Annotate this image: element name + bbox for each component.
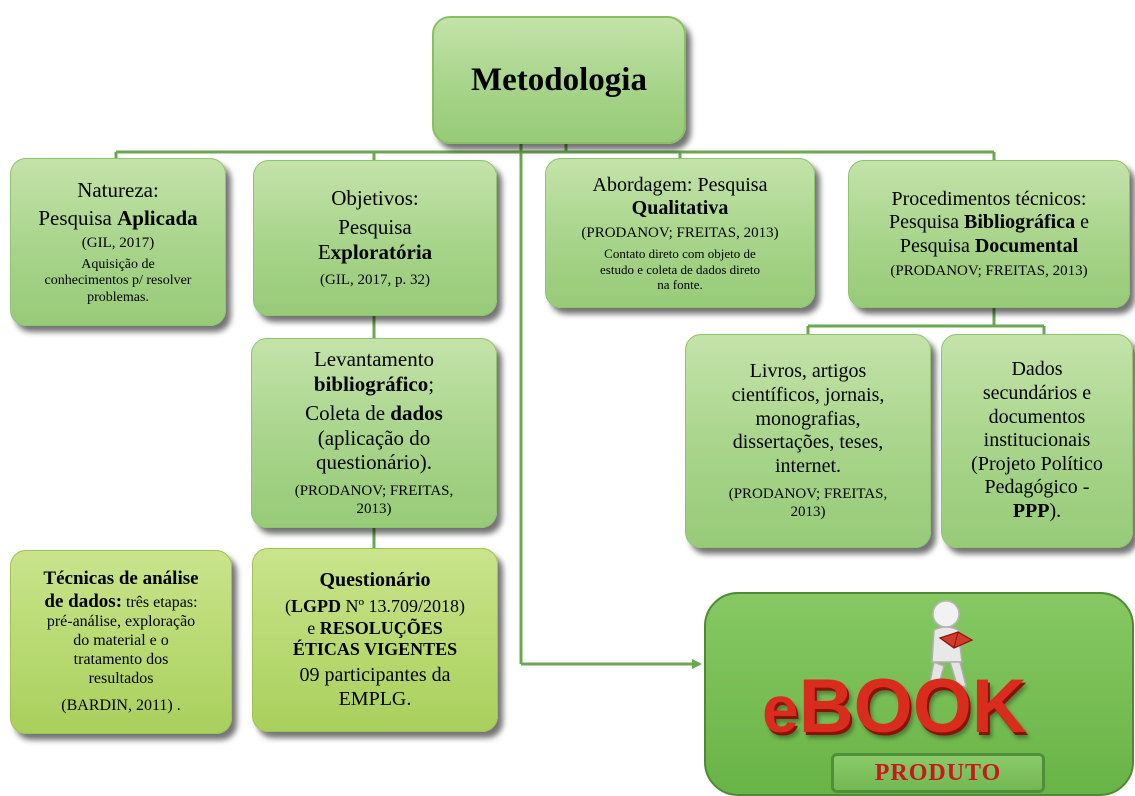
tecnicas-box: Técnicas de análise de dados: três etapa… xyxy=(10,550,232,734)
dados-l1: Dados xyxy=(1011,358,1063,381)
reader-figure-icon xyxy=(927,600,974,695)
levantamento-l1: Levantamento xyxy=(313,347,435,372)
tecnicas-l5: tratamento dos xyxy=(73,650,169,668)
metodologia-title: Metodologia xyxy=(471,61,647,98)
abordagem-box: Abordagem: Pesquisa Qualitativa (PRODANO… xyxy=(545,158,815,308)
objetivos-line2: Pesquisa xyxy=(338,214,412,239)
procedimentos-label: Procedimentos técnicos: xyxy=(891,187,1087,210)
dados-l4: institucionais xyxy=(983,429,1091,452)
questionario-l6: EMPLG. xyxy=(338,687,412,710)
levantamento-l2: bibliográfico; xyxy=(313,372,435,397)
procedimentos-line3: Pesquisa Documental xyxy=(899,234,1079,257)
levantamento-l5: questionário). xyxy=(315,450,433,475)
natureza-reference: (GIL, 2017) xyxy=(81,235,155,252)
livros-l1: Livros, artigos xyxy=(749,360,867,383)
livros-reference: (PRODANOV; FREITAS, 2013) xyxy=(728,486,888,520)
natureza-label: Natureza: xyxy=(77,177,159,202)
livros-l2: científicos, jornais, xyxy=(731,383,885,406)
questionario-l2: (LGPD Nº 13.709/2018) xyxy=(284,596,466,617)
dados-l3: documentos xyxy=(988,405,1086,428)
procedimentos-reference: (PRODANOV; FREITAS, 2013) xyxy=(890,262,1088,279)
dados-l2: secundários e xyxy=(982,382,1092,405)
natureza-note: Aquisição de conhecimentos p/ resolver p… xyxy=(44,256,192,305)
questionario-l3: e RESOLUÇÕES xyxy=(307,617,443,638)
dados-l5: (Projeto Político xyxy=(971,452,1103,475)
objetivos-box: Objetivos: Pesquisa Exploratória (GIL, 2… xyxy=(253,160,497,316)
tecnicas-l1: Técnicas de análise xyxy=(43,568,199,590)
levantamento-box: Levantamento bibliográfico; Coleta de da… xyxy=(251,338,497,528)
levantamento-l3: Coleta de dados xyxy=(305,400,443,425)
tecnicas-l4: do material e o xyxy=(73,632,169,650)
dados-l7: PPP). xyxy=(1012,499,1062,522)
ebook-logo: eBOOK xyxy=(762,664,1027,749)
abordagem-note: Contato direto com objeto de estudo e co… xyxy=(600,246,760,293)
livros-l5: internet. xyxy=(774,454,842,477)
questionario-box: Questionário (LGPD Nº 13.709/2018) e RES… xyxy=(252,548,498,732)
dados-l6: Pedagógico - xyxy=(984,476,1090,499)
livros-l3: monografias, xyxy=(755,407,861,430)
objetivos-reference: (GIL, 2017, p. 32) xyxy=(320,272,430,289)
tecnicas-l6: resultados xyxy=(88,669,154,687)
procedimentos-line2: Pesquisa Bibliográfica e xyxy=(889,211,1089,234)
questionario-title: Questionário xyxy=(319,568,431,591)
objetivos-label: Objetivos: xyxy=(331,186,419,210)
procedimentos-box: Procedimentos técnicos: Pesquisa Bibliog… xyxy=(848,160,1130,308)
natureza-type: Pesquisa Aplicada xyxy=(38,206,198,231)
produto-label-frame: PRODUTO xyxy=(831,753,1045,793)
objetivos-type: Exploratória xyxy=(317,239,433,264)
livros-l4: dissertações, teses, xyxy=(732,431,884,454)
tecnicas-l3: pré-análise, exploração xyxy=(46,613,196,631)
natureza-box: Natureza: Pesquisa Aplicada (GIL, 2017) … xyxy=(10,158,226,326)
abordagem-type: Qualitativa xyxy=(631,197,729,220)
levantamento-reference: (PRODANOV; FREITAS, 2013) xyxy=(294,483,454,517)
produto-label: PRODUTO xyxy=(874,759,1002,786)
questionario-l4: ÉTICAS VIGENTES xyxy=(292,638,458,659)
livros-box: Livros, artigos científicos, jornais, mo… xyxy=(685,334,931,548)
metodologia-box: Metodologia xyxy=(432,16,686,144)
tecnicas-l2: de dados: três etapas: xyxy=(44,590,198,612)
produto-box: eBOOK PRODUTO xyxy=(704,592,1134,796)
levantamento-l4: (aplicação do xyxy=(317,425,431,450)
questionario-l5: 09 participantes da xyxy=(299,664,451,687)
abordagem-label: Abordagem: Pesquisa xyxy=(592,173,768,196)
tecnicas-reference: (BARDIN, 2011) . xyxy=(61,696,181,714)
dados-box: Dados secundários e documentos instituci… xyxy=(941,334,1133,548)
abordagem-reference: (PRODANOV; FREITAS, 2013) xyxy=(581,224,779,241)
